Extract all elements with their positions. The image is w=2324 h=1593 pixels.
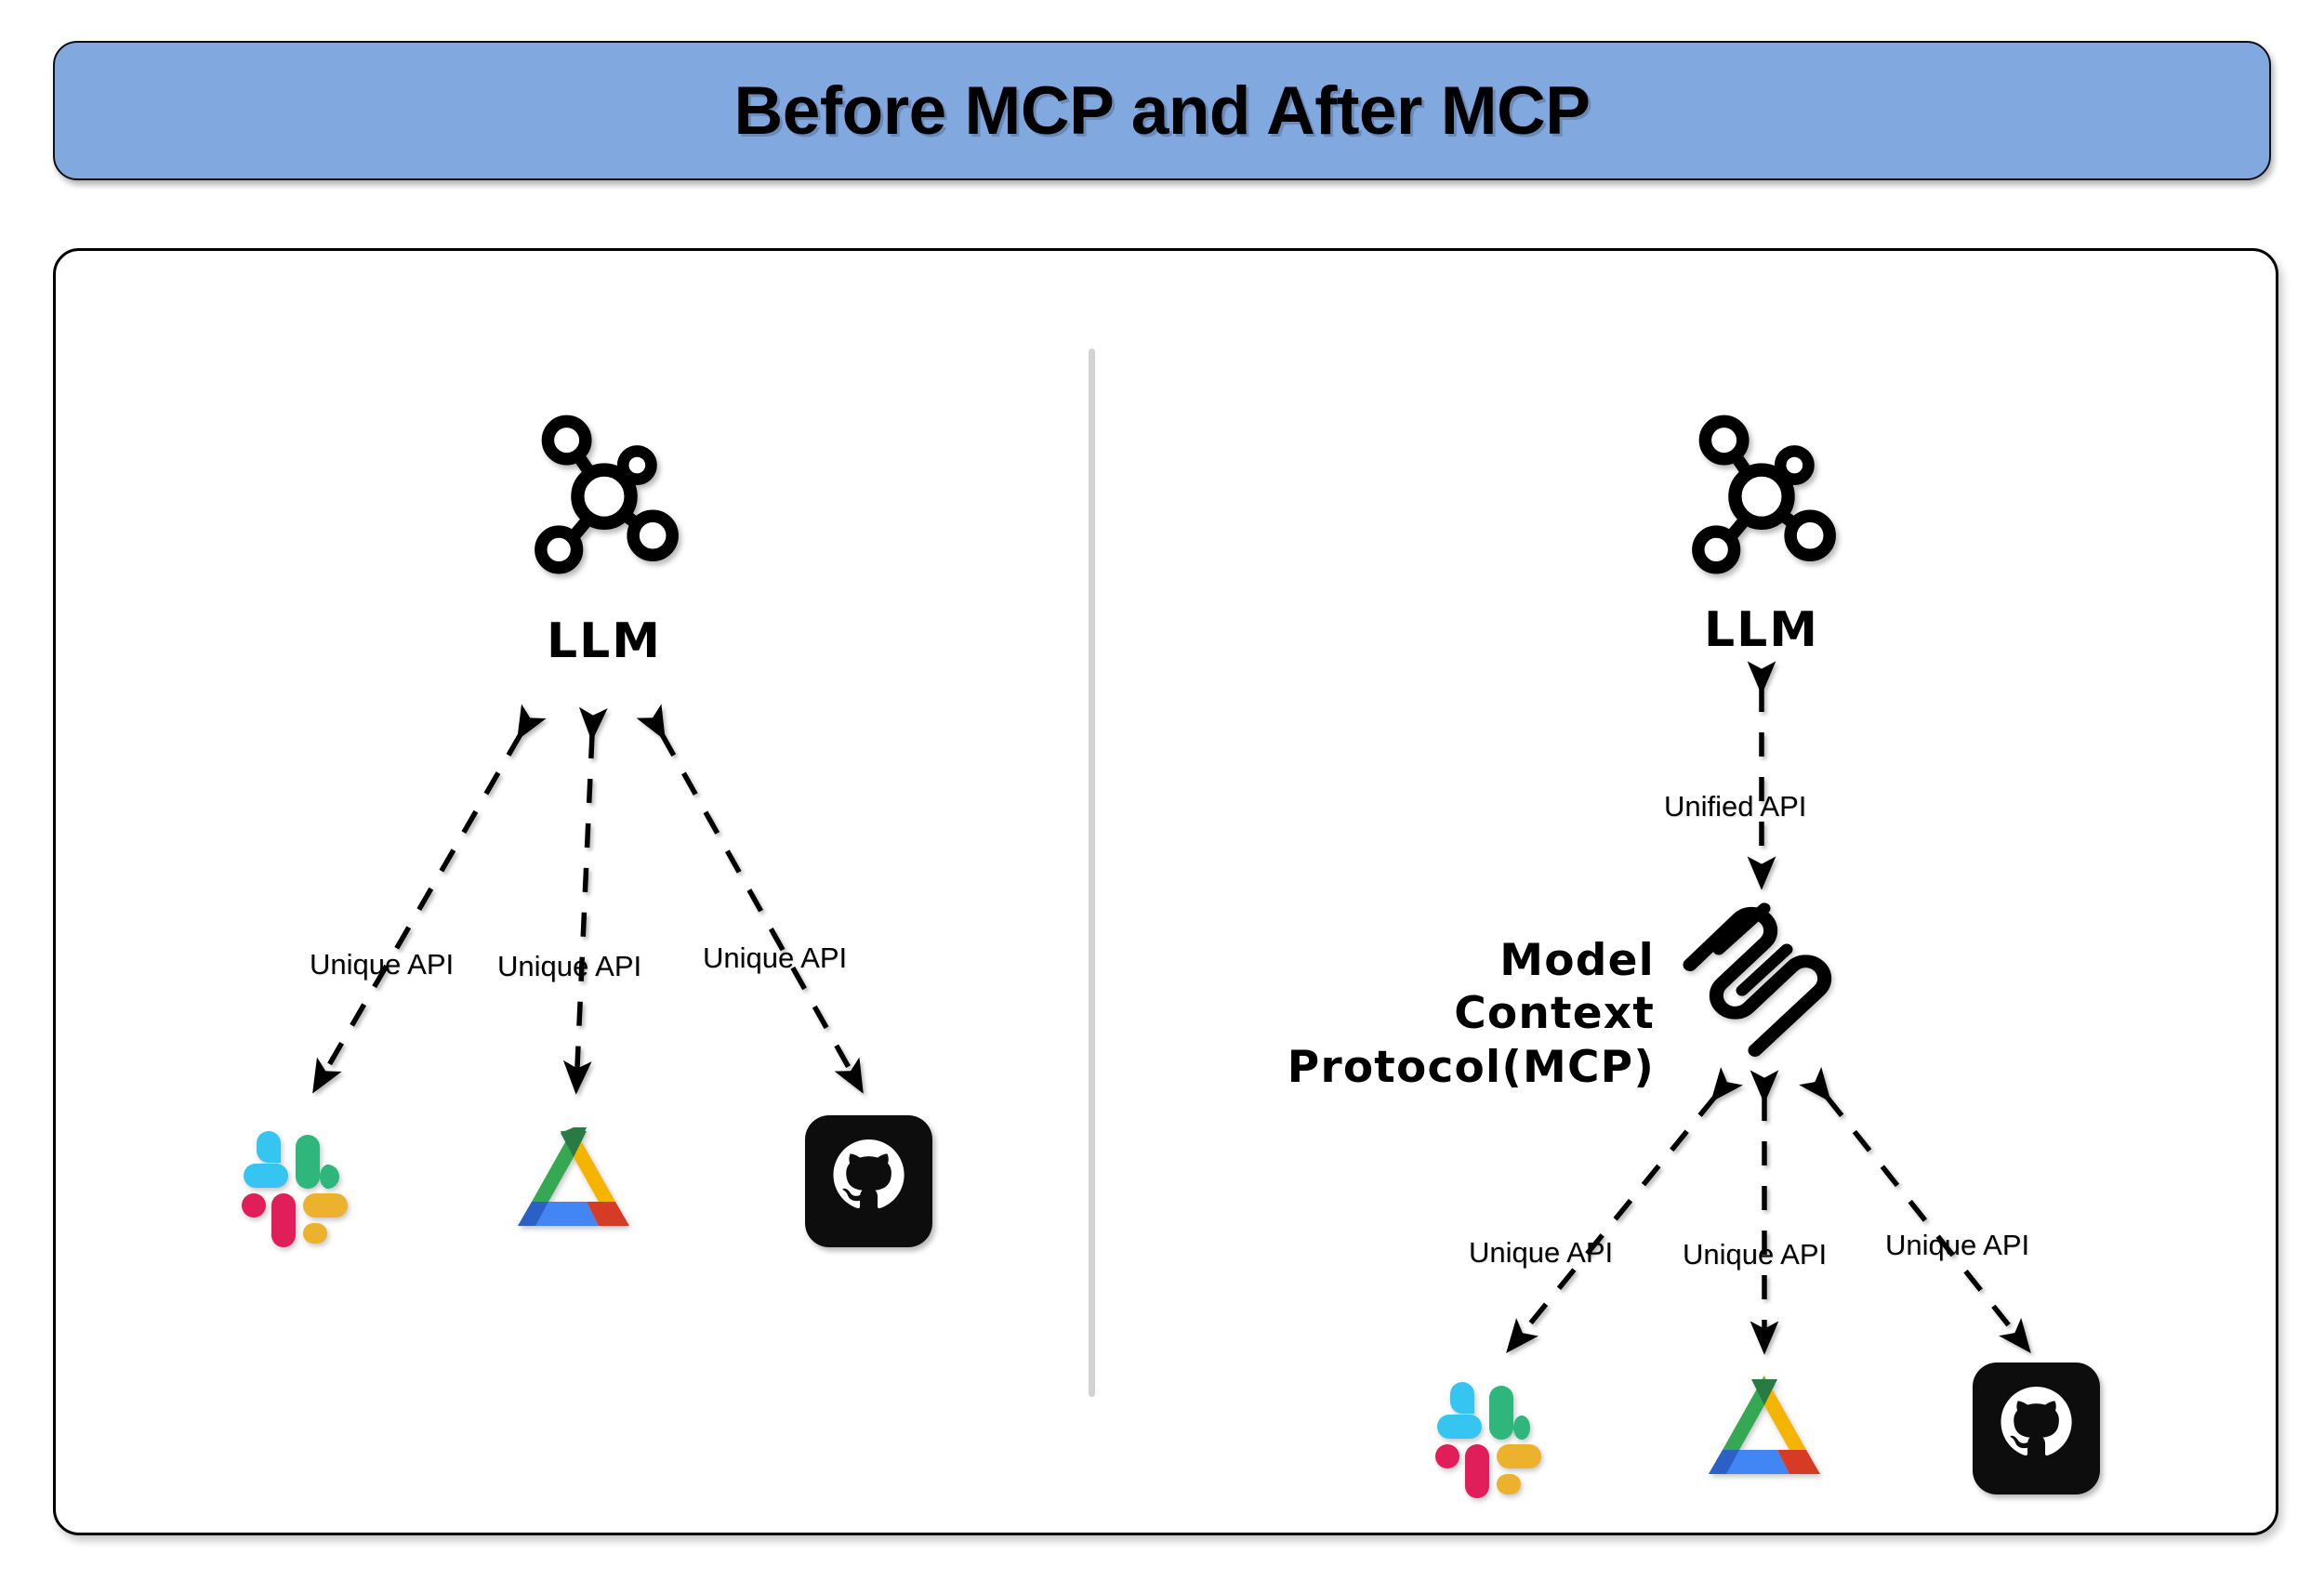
github-logo-icon-left[interactable] xyxy=(801,1112,936,1251)
unique-api-label-github-left: Unique API xyxy=(703,941,848,974)
unique-api-label-github-right: Unique API xyxy=(1885,1229,2030,1261)
section-divider xyxy=(1089,349,1095,1397)
github-logo-icon-right[interactable] xyxy=(1969,1359,2104,1498)
slack-logo-icon-left[interactable] xyxy=(231,1123,348,1247)
title-bar: Before MCP and After MCP xyxy=(53,41,2271,180)
mcp-label-line2: Protocol(MCP) xyxy=(1287,1041,1655,1093)
slack-logo-icon-right[interactable] xyxy=(1424,1374,1541,1498)
llm-icon-right xyxy=(1683,414,1841,576)
diagram-panel xyxy=(53,248,2278,1535)
unified-api-label: Unified API xyxy=(1664,790,1807,823)
unique-api-label-slack-left: Unique API xyxy=(310,948,455,981)
llm-label-right: LLM xyxy=(1703,602,1819,658)
mcp-logo-icon xyxy=(1681,902,1837,1057)
google-drive-logo-icon-right[interactable] xyxy=(1696,1368,1833,1489)
mcp-label-line1: Model Context xyxy=(1454,935,1655,1040)
page-title: Before MCP and After MCP xyxy=(733,72,1591,149)
llm-icon-left xyxy=(525,414,683,576)
mcp-label: Model Context Protocol(MCP) xyxy=(1283,934,1655,1094)
google-drive-logo-icon-left[interactable] xyxy=(505,1120,642,1241)
unique-api-label-slack-right: Unique API xyxy=(1469,1236,1614,1269)
unique-api-label-drive-right: Unique API xyxy=(1683,1238,1828,1270)
unique-api-label-drive-left: Unique API xyxy=(497,950,642,982)
llm-label-left: LLM xyxy=(546,613,662,669)
